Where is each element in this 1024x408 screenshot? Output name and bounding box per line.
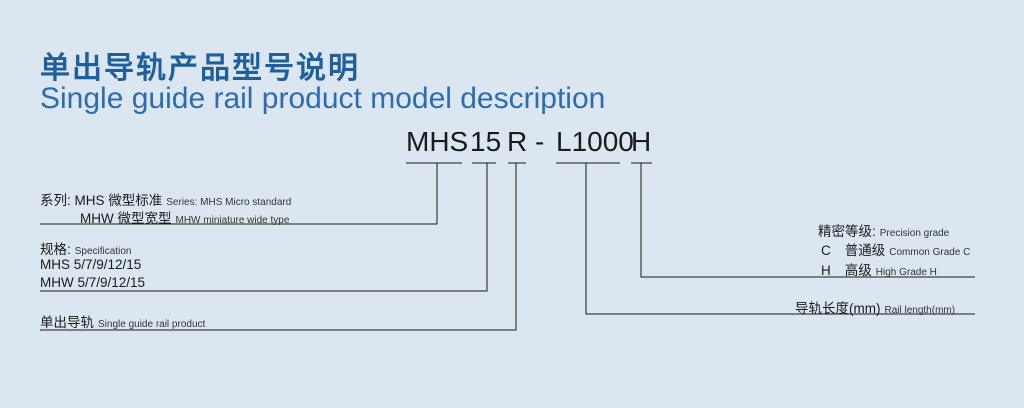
page-title-cn: 单出导轨产品型号说明 — [40, 52, 360, 85]
spec-label: 规格:Specification — [40, 242, 132, 257]
code-length: L1000 — [556, 126, 634, 157]
spec-line-1: MHS 5/7/9/12/15 — [40, 257, 142, 272]
leader-spec — [40, 163, 488, 292]
code-series: MHS — [406, 126, 469, 157]
grade-label: 精密等级:Precision grade — [818, 224, 950, 239]
code-size: 15 — [470, 126, 502, 157]
code-type: R — [507, 126, 528, 157]
leader-type — [40, 163, 517, 331]
spec-line-2: MHW 5/7/9/12/15 — [40, 275, 146, 290]
length-label: 导轨长度(mm)Rail length(mm) — [795, 301, 956, 316]
leader-grade — [640, 163, 975, 278]
code-grade: H — [631, 126, 652, 157]
leader-series — [40, 163, 438, 225]
page-title-en: Single guide rail product model descript… — [40, 82, 606, 115]
code-dash: - — [535, 126, 545, 157]
leader-length — [585, 163, 975, 315]
